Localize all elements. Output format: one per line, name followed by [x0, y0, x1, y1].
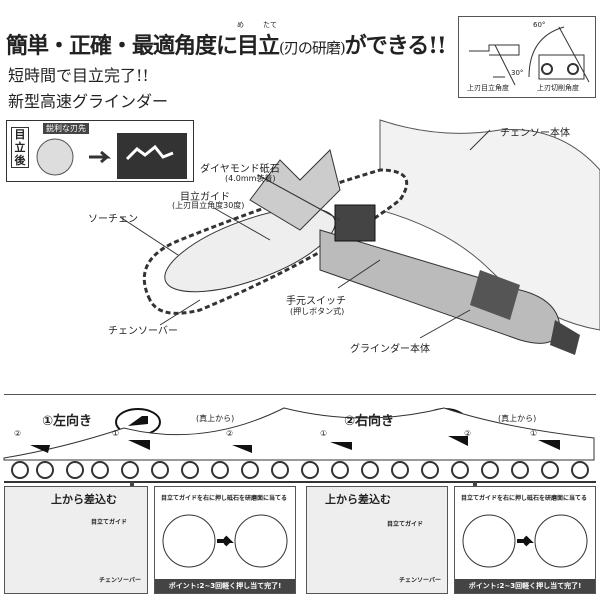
chain-marker: ① [320, 429, 328, 438]
divider [4, 394, 596, 395]
callout-guide: 目立ガイド [180, 192, 230, 203]
panel-point: ポイント:2~3回軽く押し当て完了! [155, 579, 295, 593]
headline-paren: (刃の研磨) [279, 39, 346, 57]
panel-guide-label: 目立てガイド [91, 519, 128, 526]
angle-diagram: 30° 60° 上刃目立角度 上刃切削角度 [458, 16, 596, 98]
chain-marker: ② [14, 429, 22, 438]
headline-tail: ができる!! [344, 33, 447, 59]
angle-30: 30° [511, 69, 524, 77]
angle-illustration [469, 26, 590, 86]
sharp-edge-tag: 鋭利な刃先 [43, 123, 89, 134]
panel-bar-label: チェンソーバー [399, 577, 441, 584]
angle-right-label: 上刃切削角度 [537, 84, 579, 92]
ruby-me: め [237, 21, 244, 29]
ruby-tate: たて [263, 21, 277, 29]
callout-switch-sub: (押しボタン式) [290, 307, 345, 316]
press-steps-illustration [462, 514, 588, 568]
panel-press-right: 目立てガイドを右に押し砥石を研磨面に当てる ポイント:2~3回軽く押し当て完了! [454, 486, 596, 594]
subhead-2: 新型高速グラインダー [8, 92, 169, 111]
panel-title: 目立てガイドを右に押し砥石を研磨面に当てる [161, 495, 288, 502]
callout-grinder-body: グラインダー本体 [350, 344, 430, 355]
panel-insert-right: 上から差込む 目立てガイド チェンソーバー [306, 486, 448, 594]
after-sharpening-box: 目立後 鋭利な刃先 [6, 120, 194, 182]
direction-right-view: (真上から) [498, 414, 537, 423]
sharpened-chain-image [36, 133, 187, 179]
panel-title: 目立てガイドを右に押し砥石を研磨面に当てる [461, 495, 588, 502]
angle-60: 60° [533, 21, 546, 29]
direction-left: ①左向き [42, 414, 93, 429]
panel-point: ポイント:2~3回軽く押し当て完了! [455, 579, 595, 593]
chain-marker: ① [530, 429, 538, 438]
direction-right: ②右向き [344, 414, 395, 429]
callout-guide-sub: (上刃目立角度30度) [172, 201, 245, 210]
grinder-illustration [119, 119, 600, 355]
callout-saw-chain: ソーチェン [88, 214, 138, 225]
panel-guide-label: 目立てガイド [387, 521, 424, 528]
callout-diamond: ダイヤモンド砥石 [200, 164, 280, 175]
press-steps-illustration [162, 514, 288, 568]
chain-marker: ② [226, 429, 234, 438]
panel-title: 上から差込む [325, 493, 391, 506]
panel-insert-left: 上から差込む 目立てガイド チェンソーバー [4, 486, 148, 594]
subhead-1: 短時間で目立完了!! [8, 66, 149, 85]
panel-bar-label: チェンソーバー [99, 577, 141, 584]
callout-diamond-sub: (4.0mm装着) [225, 174, 276, 183]
chain-marker: ② [464, 429, 472, 438]
headline: 簡単・正確・最適角度に目立(刃の研磨)ができる!! [6, 28, 447, 60]
callout-bar: チェンソーバー [108, 326, 178, 337]
callout-chainsaw-body: チェンソー本体 [500, 128, 570, 139]
callout-switch: 手元スイッチ [286, 296, 346, 307]
headline-main: 簡単・正確・最適角度に目立 [6, 33, 280, 59]
after-label: 目立後 [11, 127, 29, 168]
direction-left-view: (真上から) [196, 414, 235, 423]
chain-marker: ① [112, 429, 120, 438]
angle-left-label: 上刃目立角度 [467, 84, 509, 92]
panel-title: 上から差込む [51, 493, 117, 506]
panel-press-left: 目立てガイドを右に押し砥石を研磨面に当てる ポイント:2~3回軽く押し当て完了! [154, 486, 296, 594]
